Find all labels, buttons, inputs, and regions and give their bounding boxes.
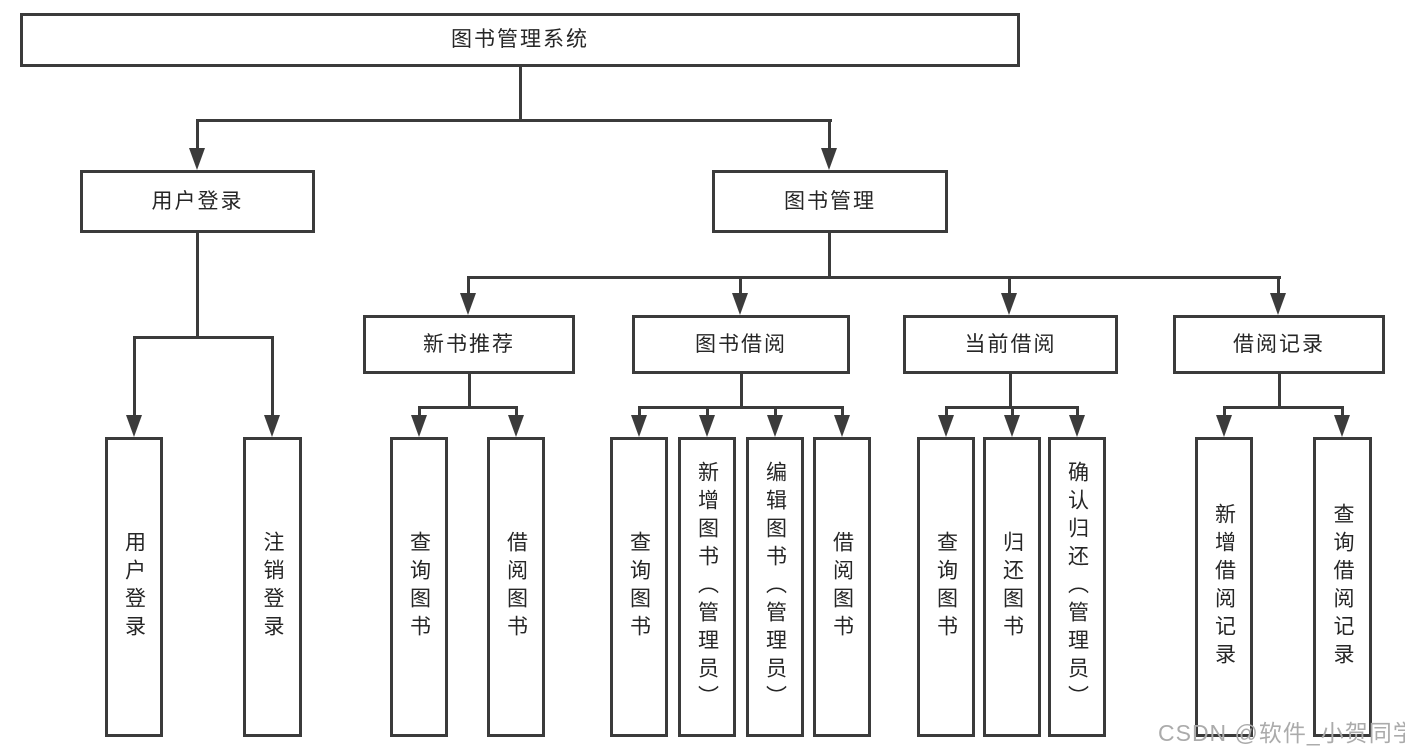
node-user-login: 用户登录	[80, 170, 315, 233]
connector-vline	[271, 336, 274, 416]
connector-vline	[638, 406, 641, 418]
arrow-down-icon	[264, 415, 280, 437]
leaf-return-book: 归还图书	[983, 437, 1041, 737]
leaf-query-borrow-record: 查询借阅记录	[1313, 437, 1372, 737]
arrow-down-icon	[1001, 293, 1017, 315]
connector-vline	[828, 119, 831, 152]
leaf-borrow-books: 借阅图书	[813, 437, 871, 737]
connector-vline	[774, 406, 777, 418]
connector-vline	[828, 232, 831, 276]
arrow-down-icon	[1004, 415, 1020, 437]
connector-vline	[519, 66, 522, 119]
leaf-query-books-borrow: 查询图书	[610, 437, 668, 737]
node-book-borrow: 图书借阅	[632, 315, 850, 374]
connector-vline	[1277, 276, 1280, 295]
arrow-down-icon	[1069, 415, 1085, 437]
arrow-down-icon	[508, 415, 524, 437]
leaf-add-book-admin: 新增图书（管理员）	[678, 437, 736, 737]
arrow-down-icon	[767, 415, 783, 437]
connector-vline	[196, 232, 199, 336]
connector-vline	[468, 373, 471, 406]
leaf-query-books-current: 查询图书	[917, 437, 975, 737]
node-current-borrow: 当前借阅	[903, 315, 1118, 374]
connector-vline	[196, 119, 199, 152]
connector-vline	[418, 406, 421, 418]
connector-vline	[133, 336, 136, 416]
connector-vline	[515, 406, 518, 418]
arrow-down-icon	[834, 415, 850, 437]
arrow-down-icon	[732, 293, 748, 315]
leaf-query-books-recommend: 查询图书	[390, 437, 448, 737]
connector-hline	[133, 336, 274, 339]
node-library-management-system: 图书管理系统	[20, 13, 1020, 67]
arrow-down-icon	[1270, 293, 1286, 315]
connector-vline	[1278, 373, 1281, 406]
arrow-down-icon	[631, 415, 647, 437]
arrow-down-icon	[189, 148, 205, 170]
arrow-down-icon	[411, 415, 427, 437]
connector-vline	[740, 373, 743, 406]
connector-hline	[1223, 406, 1344, 409]
connector-hline	[467, 276, 1281, 279]
connector-vline	[1011, 406, 1014, 418]
arrow-down-icon	[1334, 415, 1350, 437]
connector-vline	[1223, 406, 1226, 418]
connector-hline	[418, 406, 518, 409]
leaf-logout: 注销登录	[243, 437, 302, 737]
connector-vline	[1009, 373, 1012, 406]
node-new-book-recommend: 新书推荐	[363, 315, 575, 374]
connector-vline	[1076, 406, 1079, 418]
connector-vline	[1008, 276, 1011, 295]
leaf-borrow-books-recommend: 借阅图书	[487, 437, 545, 737]
leaf-user-login: 用户登录	[105, 437, 163, 737]
arrow-down-icon	[938, 415, 954, 437]
leaf-add-borrow-record: 新增借阅记录	[1195, 437, 1253, 737]
connector-hline	[638, 406, 844, 409]
arrow-down-icon	[1216, 415, 1232, 437]
arrow-down-icon	[699, 415, 715, 437]
connector-vline	[706, 406, 709, 418]
arrow-down-icon	[460, 293, 476, 315]
node-book-management: 图书管理	[712, 170, 948, 233]
connector-vline	[739, 276, 742, 295]
watermark: CSDN @软件_小贺同学	[1158, 720, 1405, 746]
connector-vline	[467, 276, 470, 295]
arrow-down-icon	[126, 415, 142, 437]
connector-vline	[945, 406, 948, 418]
node-borrow-records: 借阅记录	[1173, 315, 1385, 374]
leaf-confirm-return-admin: 确认归还（管理员）	[1048, 437, 1106, 737]
connector-vline	[1341, 406, 1344, 418]
connector-hline	[196, 119, 832, 122]
arrow-down-icon	[821, 148, 837, 170]
connector-vline	[841, 406, 844, 418]
leaf-edit-book-admin: 编辑图书（管理员）	[746, 437, 804, 737]
